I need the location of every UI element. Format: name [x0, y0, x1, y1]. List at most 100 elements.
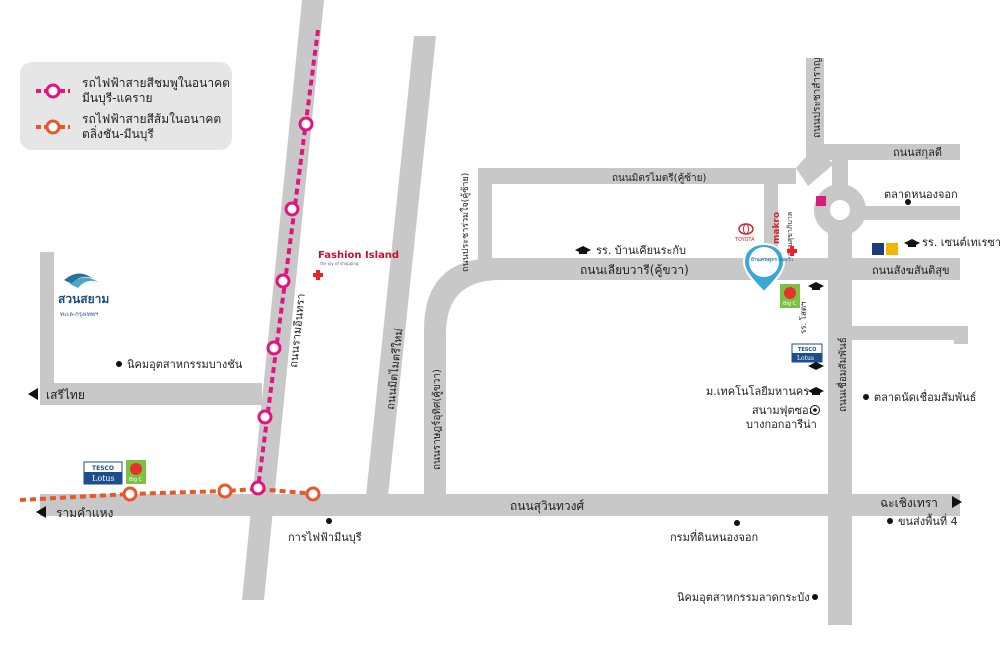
label-pracharuam-jai: ถนนประชาร่วมใจ(คู้ซ้าย)	[460, 173, 471, 272]
road-chuem-samphan	[828, 220, 852, 625]
label-sangkhom-santisuk: ถนนสังฆสันติสุข	[872, 264, 950, 277]
road-seri-thai-branch	[40, 252, 54, 402]
label-sakunkhadi: ถนนสกุลดี	[893, 146, 942, 159]
label-seri-thai: เสรีไทย	[46, 388, 85, 402]
pink-station-2[interactable]	[284, 201, 300, 217]
graduation-cap-icon	[575, 246, 591, 254]
road-min-phatthana	[366, 36, 436, 496]
arrow-left-icon	[36, 506, 46, 518]
fashion-island-name: Fashion Island	[318, 250, 399, 261]
lotus-text-left: Lotus	[92, 474, 115, 483]
project-location-pin[interactable]: บ้านเศรษฐกร เดอะวิว	[742, 242, 794, 294]
hospital-cross-icon	[787, 246, 797, 256]
label-bus-terminal: ขนส่งพื้นที่ 4	[898, 513, 958, 528]
dot-icon	[863, 394, 869, 400]
pink-station-4[interactable]	[266, 340, 282, 356]
football-icon	[810, 405, 820, 415]
road-prachasamran	[806, 58, 824, 158]
label-bangchan-estate: นิคมอุตสาหกรรมบางชัน	[127, 358, 243, 371]
toyota-text: TOYOTA	[734, 237, 755, 243]
arrow-right-icon	[952, 496, 962, 508]
road-sotikorn-branch-v	[954, 326, 968, 344]
makro-text: makro	[772, 212, 782, 244]
dot-icon	[887, 518, 893, 524]
legend-orange-symbol	[36, 119, 70, 135]
label-mahanakorn-univ: ม.เทคโนโลยีมหานคร	[706, 384, 809, 398]
store-badge-icon	[872, 243, 884, 255]
road-roundabout-north	[832, 160, 848, 200]
big-c-logo-right[interactable]: Big C	[780, 284, 800, 308]
dot-icon	[905, 199, 911, 205]
suan-siam-name: สวนสยาม	[58, 292, 109, 306]
label-st-theresa: รร. เซนต์เทเรซา	[922, 236, 1000, 249]
road-sukapiban	[764, 168, 778, 260]
suan-siam-sub: ทะเล-กรุงเทพฯ	[60, 311, 98, 318]
road-pracharuam-jai	[478, 168, 492, 264]
graduation-cap-icon	[808, 362, 824, 370]
label-suwinthawong: ถนนสุวินทวงศ์	[510, 499, 584, 514]
road-mitmaitri	[478, 168, 796, 184]
fashion-island-logo[interactable]: Fashion Island the joy of shopping	[313, 250, 399, 280]
legend-pink-symbol	[36, 83, 70, 99]
road-suwinthawong	[40, 494, 960, 516]
label-stadium: สนามฟุตซอล	[752, 404, 815, 417]
tesco-lotus-logo-left[interactable]: TESCO Lotus	[83, 461, 123, 485]
dot-icon	[734, 520, 740, 526]
road-sotikorn-branch	[852, 326, 968, 340]
dot-icon	[116, 361, 122, 367]
legend-pink-line1: รถไฟฟ้าสายสีชมพูในอนาคต	[82, 76, 230, 91]
road-sakunkhadi	[824, 144, 960, 160]
big-c-text-left: Big C	[129, 477, 143, 483]
road-rat-uthit	[424, 258, 960, 496]
tesco-text-right: TESCO	[798, 347, 816, 353]
pink-line	[250, 29, 320, 496]
pink-station-5[interactable]	[257, 409, 273, 425]
suan-siam-logo[interactable]: สวนสยาม ทะเล-กรุงเทพฯ	[58, 273, 109, 318]
label-lat-krabang-estate: นิคมอุตสาหกรรมลาดกระบัง	[677, 591, 810, 604]
hospital-cross-icon	[313, 270, 323, 280]
label-sukapiban: ถนนสุขาภิบาล	[786, 212, 794, 256]
label-prachasamran: ถนนประชาสำราญ	[812, 58, 823, 138]
label-pea-minburi: การไฟฟ้ามีนบุรี	[288, 531, 362, 544]
legend-pink-line2: มีนบุรี-แคราย	[82, 91, 152, 106]
orange-line	[19, 483, 321, 502]
legend-orange-line1: รถไฟฟ้าสายสีส้มในอนาคต	[82, 112, 221, 126]
tesco-lotus-logo-right[interactable]: TESCO Lotus	[791, 343, 823, 363]
store-badge-icon	[886, 243, 898, 255]
label-nongchok-market: ตลาดหนองจอก	[884, 188, 958, 201]
label-sotikorn: รร. โสตฯ	[798, 301, 808, 334]
orange-station-2[interactable]	[217, 483, 233, 499]
makro-logo[interactable]: makro	[772, 212, 797, 256]
toyota-logo[interactable]: TOYOTA	[734, 223, 755, 243]
pink-station-3[interactable]	[275, 273, 291, 289]
pink-station-6[interactable]	[250, 480, 266, 496]
label-chuem-samphan: ถนนเชื่อมสัมพันธ์	[835, 337, 849, 412]
fashion-island-sub: the joy of shopping	[320, 261, 359, 266]
label-land-dept: กรมที่ดินหนองจอก	[670, 529, 758, 544]
roundabout-center	[830, 200, 850, 220]
big-c-logo-left[interactable]: Big C	[126, 460, 146, 484]
orange-station-3[interactable]	[305, 486, 321, 502]
pink-station-1[interactable]	[298, 116, 314, 132]
graduation-cap-icon	[808, 282, 824, 290]
graduation-cap-icon	[808, 387, 824, 395]
project-name: บ้านเศรษฐกร เดอะวิว	[751, 256, 794, 263]
tesco-text-left: TESCO	[92, 465, 114, 472]
arrow-left-icon	[28, 388, 38, 400]
legend-orange-line2: ตลิ่งชัน-มีนบุรี	[82, 125, 154, 142]
label-ban-khian: รร. บ้านเคียนระกับ	[596, 244, 686, 257]
big-c-text-right: Big C	[783, 301, 797, 307]
legend: รถไฟฟ้าสายสีชมพูในอนาคต มีนบุรี-แคราย รถ…	[20, 62, 232, 150]
label-stadium-2: บางกอกอารีน่า	[746, 418, 817, 431]
orange-station-1[interactable]	[122, 486, 138, 502]
road-nongchok-branch	[860, 206, 960, 220]
road-seri-thai	[40, 383, 262, 405]
dot-icon	[812, 594, 818, 600]
label-rat-uthit: ถนนราษฎร์อุทิศ(คู้ขวา)	[431, 369, 443, 470]
label-ramkhamhaeng: รามคำแหง	[56, 506, 113, 520]
store-badge-icon	[816, 196, 826, 206]
label-liab-wari: ถนนเลียบวารี(คู้ขวา)	[580, 263, 689, 278]
label-chuem-market: ตลาดนัดเชื่อมสัมพันธ์	[874, 389, 976, 404]
graduation-cap-icon	[904, 239, 920, 247]
